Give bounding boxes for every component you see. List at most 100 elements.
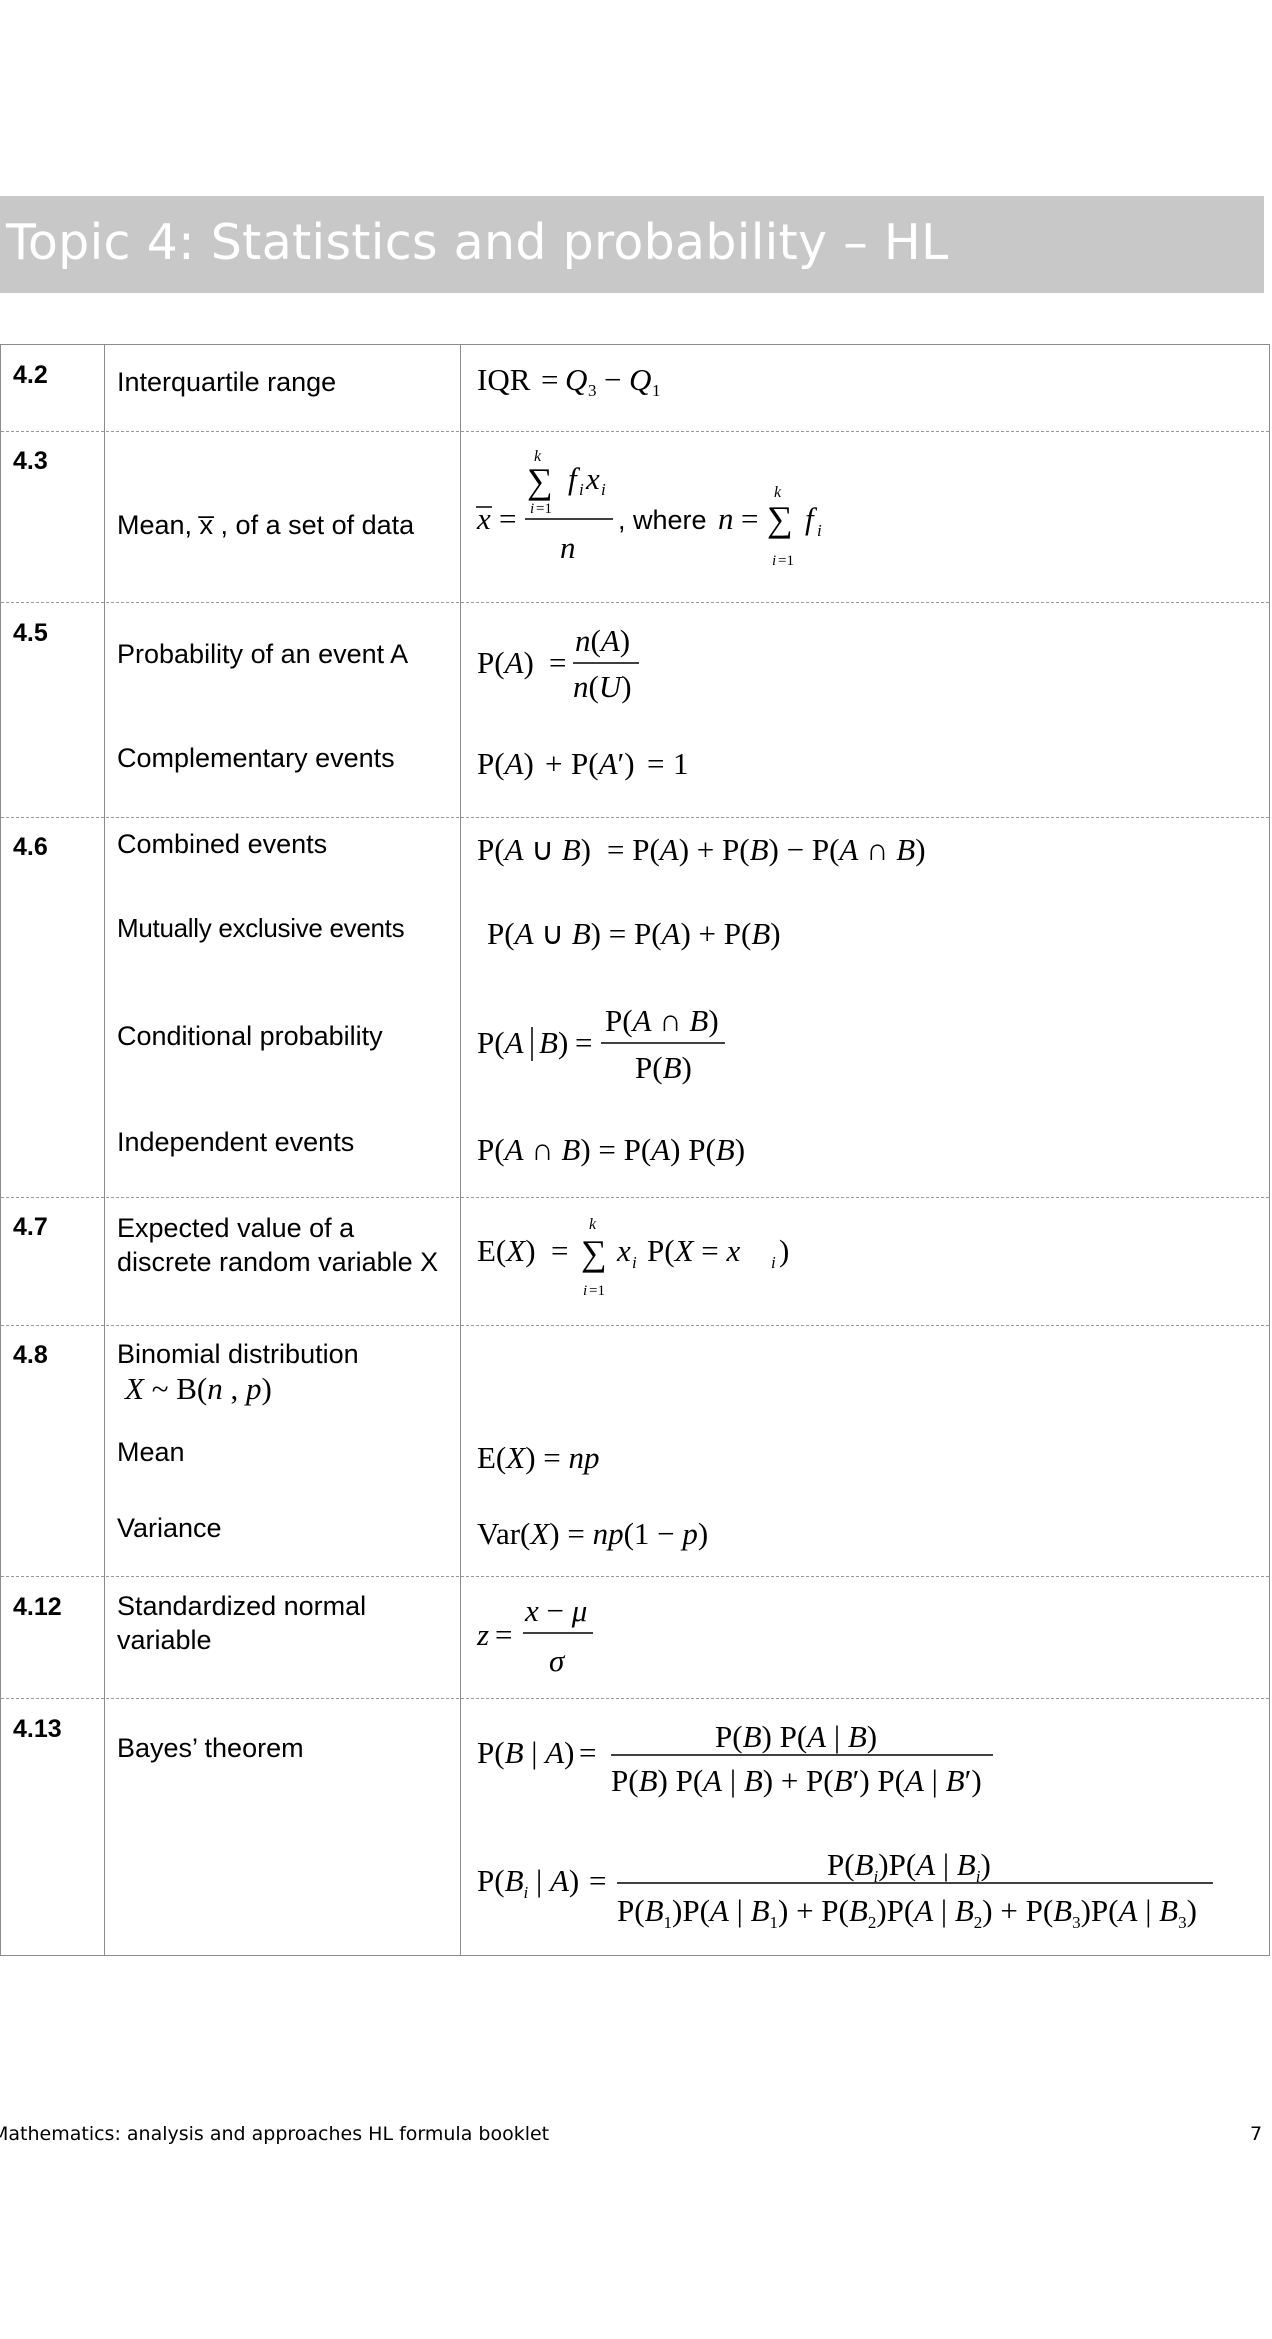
svg-text:P(B) P(A | B) + P(B′) P(A | B′: P(B) P(A | B) + P(B′) P(A | B′) [611,1763,982,1798]
svg-text:=1: =1 [589,1283,605,1299]
svg-text:=: = [541,362,558,397]
section-number: 4.5 [13,619,48,647]
svg-text:x − μ: x − μ [524,1593,587,1628]
svg-text:=: = [647,746,664,781]
section-number: 4.6 [13,833,48,861]
row-label: discrete random variable X [117,1247,439,1277]
svg-text:n: n [718,501,734,536]
svg-text:i: i [632,1253,637,1272]
svg-text:P(A ∩ B): P(A ∩ B) [605,1003,719,1038]
svg-text:): ) [779,1233,789,1268]
svg-text:i: i [583,1283,587,1299]
formula-iqr: IQR = Q 3 − Q 1 [477,355,677,413]
column-divider [460,345,461,1955]
section-number: 4.13 [13,1715,62,1743]
svg-text:∑: ∑ [767,499,793,539]
row-label: Binomial distribution [117,1339,359,1369]
svg-text:i: i [817,521,822,540]
svg-text:P(A: P(A [477,1025,525,1060]
row-label: Variance [117,1513,222,1543]
where-text: , where [618,505,707,535]
svg-text:n(U): n(U) [573,669,632,704]
svg-text:=: = [551,1233,568,1268]
formula-conditional: P(A B) = P(A ∩ B) P(B) [477,995,737,1103]
row-label: Expected value of a [117,1213,355,1243]
svg-text:P(Bi)P(A | Bi): P(Bi)P(A | Bi) [827,1847,991,1886]
svg-text:k: k [534,448,542,465]
svg-text:σ: σ [549,1643,566,1678]
svg-text:Var(X) = np(1 − p): Var(X) = np(1 − p) [477,1516,708,1551]
section-number: 4.7 [13,1213,48,1241]
svg-text:E(X) = np: E(X) = np [477,1440,600,1475]
svg-text:Q: Q [565,362,587,397]
formula-combined: P(A ∪ B) = P(A) + P(B) − P(A ∩ B) [477,825,937,883]
binomial-notation: X ~ B(n , p) [121,1367,301,1419]
row-divider [1,602,1269,603]
svg-text:P(A ∪ B) = P(A) + P(B): P(A ∪ B) = P(A) + P(B) [487,916,781,951]
svg-text:∑: ∑ [581,1233,607,1273]
page-title: Topic 4: Statistics and probability – HL [6,214,949,271]
svg-text:−: − [604,362,621,397]
svg-text:= P(A) + P(B) − P(A ∩ B): = P(A) + P(B) − P(A ∩ B) [607,832,926,867]
svg-text:i: i [601,480,606,499]
svg-text:1: 1 [652,381,661,400]
section-number: 4.3 [13,447,48,475]
page-number: 7 [1250,2123,1263,2145]
svg-text:=: = [589,1863,606,1898]
svg-text:=: = [575,1025,592,1060]
formula-independent: P(A ∩ B) = P(A) P(B) [477,1125,777,1183]
section-number: 4.2 [13,361,48,389]
svg-text:P(B1)P(A | B1) + P(B2)P(A | B2: P(B1)P(A | B1) + P(B2)P(A | B2) + P(B3)P… [617,1893,1197,1932]
section-number: 4.8 [13,1341,48,1369]
formula-mean: x = k ∑ f i x i i =1 n , where n = k ∑ i… [475,445,855,593]
formula-bayes-three: P(Bi | A) = P(Bi)P(A | Bi) P(B1)P(A | B1… [477,1841,1247,1949]
svg-text:=: = [579,1735,596,1770]
row-divider [1,1197,1269,1198]
svg-text:i: i [530,501,534,517]
svg-text:i: i [772,553,776,569]
svg-text:P(B): P(B) [635,1050,692,1085]
formula-standardized: z = x − μ σ [476,1589,617,1697]
svg-text:=: = [549,645,566,680]
row-label: variable [117,1625,212,1655]
svg-text:k: k [589,1216,597,1233]
formula-expected-value: E(X) = k ∑ i =1 x i P(X = x i ) [477,1209,807,1317]
svg-text:n(A): n(A) [575,623,630,658]
svg-text:i: i [579,480,584,499]
row-label: Interquartile range [117,367,337,397]
row-divider [1,1576,1269,1577]
svg-text:=: = [499,501,516,536]
row-label: Standardized normal [117,1591,367,1621]
svg-text:P(Bi | A): P(Bi | A) [477,1863,579,1902]
row-divider [1,1325,1269,1326]
row-label: Mutually exclusive events [117,913,405,943]
svg-text:3: 3 [588,381,597,400]
column-divider [104,345,105,1955]
svg-text:Q: Q [629,362,651,397]
svg-text:X ~ B(n , p): X ~ B(n , p) [123,1371,272,1406]
row-label: Complementary events [117,743,395,773]
row-divider [1,431,1269,432]
formula-table: 4.2 Interquartile range IQR = Q 3 − Q 1 … [0,344,1270,1956]
svg-text:P(A): P(A) [477,746,534,781]
svg-text:=: = [741,501,758,536]
svg-text:n: n [560,530,576,565]
formula-binomial-variance: Var(X) = np(1 − p) [477,1509,737,1567]
row-label: Probability of an event A [117,639,409,669]
svg-text:k: k [774,484,782,501]
svg-text:x: x [476,501,491,536]
row-label: Mean [117,1437,185,1467]
svg-text:i: i [771,1253,776,1272]
svg-text:∑: ∑ [527,461,553,501]
svg-text:P(A′): P(A′) [571,746,635,781]
svg-text:P(A): P(A) [477,645,534,680]
svg-text:=1: =1 [536,501,552,517]
formula-mutually-exclusive: P(A ∪ B) = P(A) + P(B) [487,909,807,967]
formula-probability: P(A) = n(A) n(U) [477,615,667,723]
svg-text:P(A ∪ B): P(A ∪ B) [477,832,591,867]
row-label: Combined events [117,829,328,859]
row-divider [1,817,1269,818]
svg-text:P(A ∩ B) = P(A) P(B): P(A ∩ B) = P(A) P(B) [477,1132,745,1167]
row-label: Conditional probability [117,1021,383,1051]
svg-text:B): B) [539,1025,568,1060]
